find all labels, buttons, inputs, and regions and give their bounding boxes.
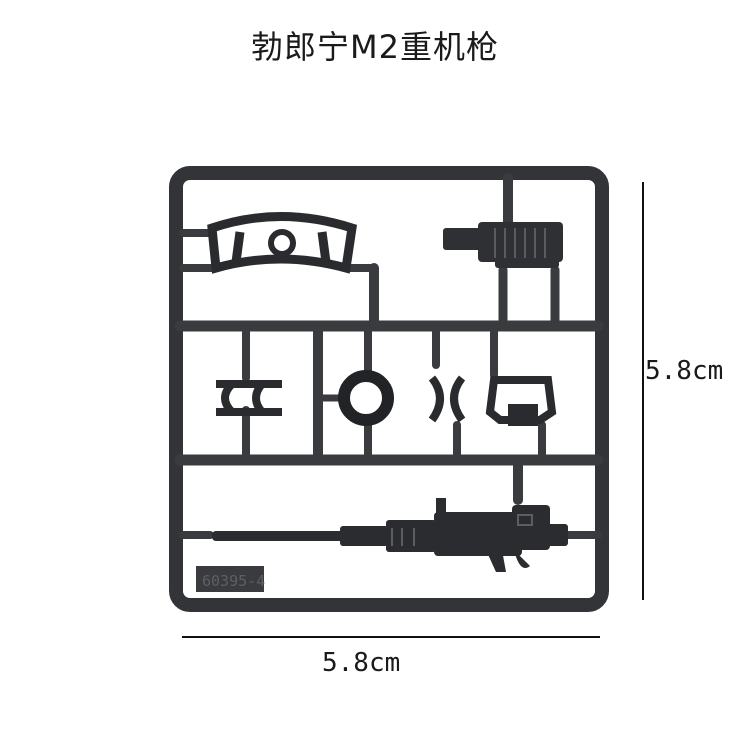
part-m2-machine-gun [212, 498, 568, 572]
height-dimension-line [642, 182, 644, 600]
width-dimension-line [182, 636, 600, 638]
sprue-frame [169, 166, 609, 612]
part-curved-bracket [207, 212, 358, 274]
height-dimension-label: 5.8cm [645, 356, 724, 386]
part-clip [216, 380, 282, 416]
part-ring-mount [338, 370, 394, 426]
width-dimension-label: 5.8cm [322, 648, 401, 678]
part-tripod-clip [485, 376, 557, 426]
part-x-bracket [428, 375, 466, 423]
part-ammo-box [443, 222, 563, 268]
part-number-emboss: 60395-4 [202, 572, 265, 590]
product-title: 勃郎宁M2重机枪 [251, 28, 499, 66]
